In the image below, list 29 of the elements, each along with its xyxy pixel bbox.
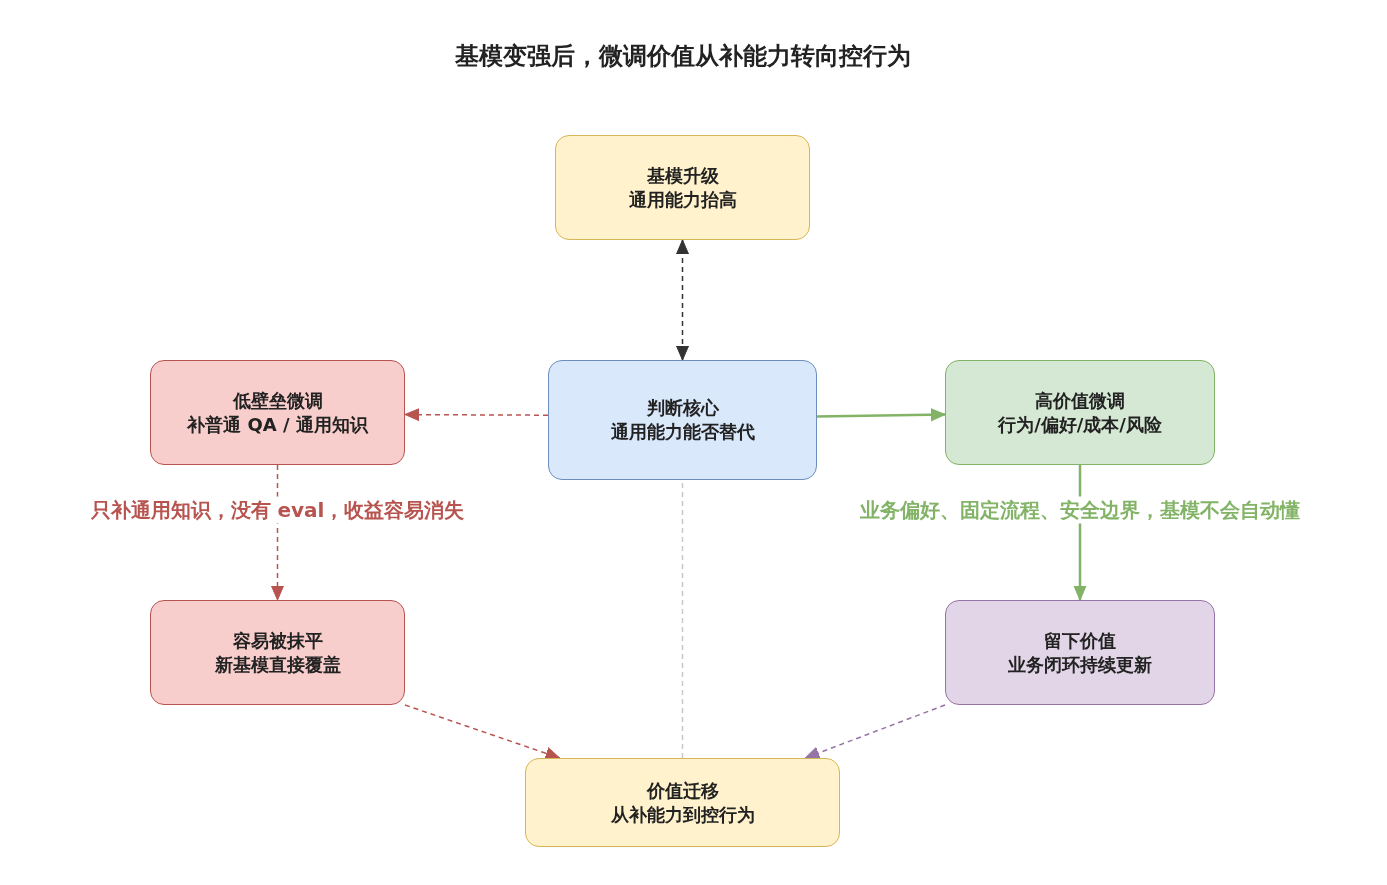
edge-label: 业务偏好、固定流程、安全边界，基模不会自动懂 [858,496,1302,524]
process-box [548,360,817,480]
box-heading: 高价值微调 [1035,388,1125,413]
process-box [945,360,1215,465]
process-box [525,758,840,847]
arrow [817,408,946,422]
box-heading: 价值迁移 [646,778,719,803]
edge-label: 只补通用知识，没有 eval，收益容易消失 [88,496,467,524]
box-text: 通用能力能否替代 [610,420,755,444]
process-box [555,135,810,240]
box-heading: 容易被抹平 [232,628,323,653]
box-text: 从补能力到控行为 [610,802,755,827]
process-box [150,360,405,465]
diagram-title: 基模变强后，微调价值从补能力转向控行为 [453,41,912,72]
box-heading: 基模升级 [646,163,719,188]
box-heading: 低壁垒微调 [232,388,323,413]
box-heading: 留下价值 [1044,628,1116,653]
arrow [404,408,549,422]
arrow [676,239,689,361]
arrow [404,704,561,760]
box-text: 通用能力抬高 [628,187,737,212]
box-text: 新基模直接覆盖 [214,652,341,677]
arrow [804,704,946,760]
process-box [945,600,1215,705]
box-text: 补普通 QA / 通用知识 [187,412,368,437]
box-text: 业务闭环持续更新 [1008,652,1152,677]
process-box [150,600,405,705]
box-text: 行为/偏好/成本/风险 [998,412,1162,437]
box-heading: 判断核心 [646,396,719,420]
